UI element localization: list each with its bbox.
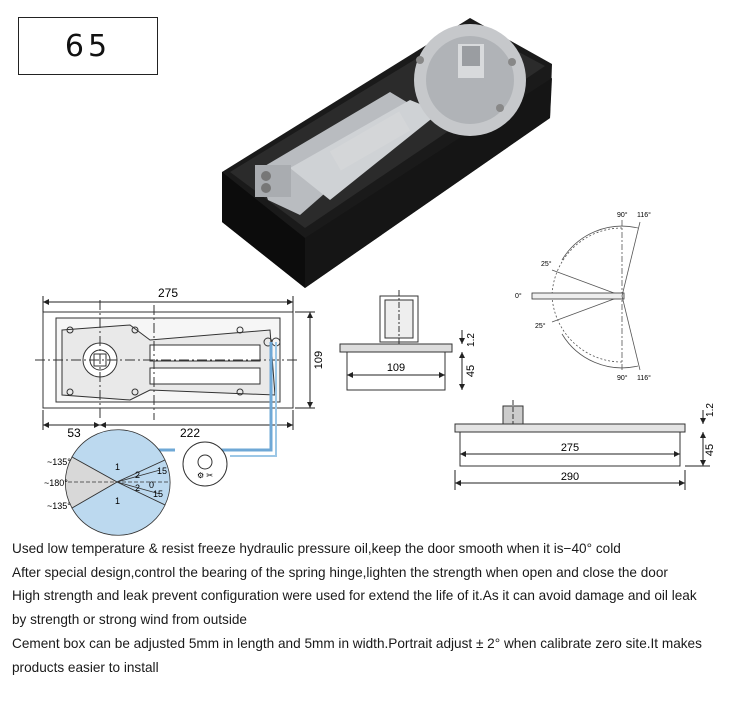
angle-25-top: 25° — [541, 260, 552, 268]
angle-116-top: 116° — [637, 211, 651, 219]
side-view-drawing — [454, 400, 686, 467]
seg-2-bottom: 2 — [135, 483, 140, 493]
dim-side-290: 290 — [561, 471, 579, 483]
desc-line-4: by strength or strong wind from outside — [12, 612, 247, 628]
opening-angle-diagram — [531, 220, 641, 372]
plus-15-mark: 15 — [157, 466, 167, 476]
dim-side-45: 45 — [704, 444, 716, 456]
dim-offset-53: 53 — [67, 426, 81, 440]
zero-mark: 0 — [149, 480, 154, 490]
svg-text:⚙ ✂: ⚙ ✂ — [197, 471, 213, 480]
dim-section-45: 45 — [465, 365, 477, 377]
angle-116-bottom: 116° — [637, 374, 651, 382]
seg-1-bottom: 1 — [115, 496, 120, 506]
dim-side-1-2: 1.2 — [705, 403, 716, 417]
dim-side-275: 275 — [561, 442, 579, 454]
desc-line-1: Used low temperature & resist freeze hyd… — [12, 541, 621, 556]
dim-width-109: 109 — [313, 351, 325, 369]
dial-label-135-bottom: ~135° — [47, 501, 71, 511]
seg-1-top: 1 — [115, 462, 120, 472]
angle-90-bottom: 90° — [617, 374, 628, 382]
cross-section-drawing — [339, 290, 453, 391]
seg-2-top: 2 — [135, 470, 140, 480]
dim-length-275: 275 — [158, 286, 178, 300]
minus-15-mark: 15 — [153, 489, 163, 499]
dim-section-1-2: 1.2 — [466, 333, 477, 347]
angle-25-bottom: 25° — [535, 322, 546, 330]
model-number-box: 65 — [18, 17, 158, 75]
speed-valve-diagram: ⚙ ✂ — [65, 342, 277, 536]
product-description: Used low temperature & resist freeze hyd… — [12, 537, 747, 679]
dim-body-222: 222 — [180, 426, 200, 440]
dial-label-180: ~180° — [44, 478, 68, 488]
desc-line-5: Cement box can be adjusted 5mm in length… — [12, 635, 702, 651]
desc-line-6: products easier to install — [12, 659, 159, 675]
desc-line-2: After special design,control the bearing… — [12, 564, 668, 580]
model-number: 65 — [64, 28, 112, 64]
angle-90-top: 90° — [617, 211, 628, 219]
dial-label-135-top: ~135° — [47, 457, 71, 467]
dim-section-109: 109 — [387, 362, 405, 374]
top-view-drawing — [35, 300, 300, 420]
angle-0: 0° — [515, 292, 522, 300]
desc-line-3: High strength and leak prevent configura… — [12, 588, 697, 604]
